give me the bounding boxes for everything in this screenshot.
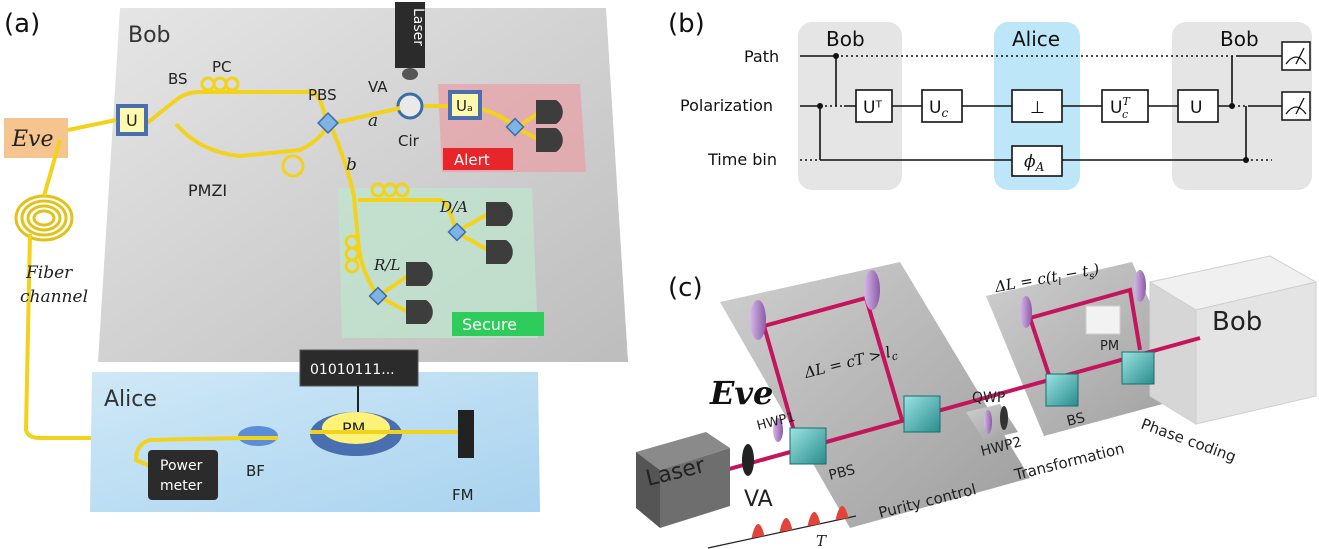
laser-label: Laser xyxy=(410,8,426,46)
fiber-loop xyxy=(281,154,305,178)
cir-label: Cir xyxy=(398,132,420,150)
u-label: U xyxy=(126,111,138,130)
alert-badge xyxy=(443,148,513,170)
detector-icon xyxy=(486,240,513,264)
fiber-label-1: Fiber xyxy=(25,263,73,283)
panel-c: (c) Bob xyxy=(636,255,1318,549)
transformation-label: Transformation xyxy=(1012,439,1127,484)
detector-icon xyxy=(406,262,433,286)
row-label-timebin: Time bin xyxy=(707,150,777,169)
gate-phi: ϕA xyxy=(1024,152,1045,174)
row-label-path: Path xyxy=(744,47,779,66)
bits-text: 01010111... xyxy=(310,362,395,378)
va-c-label: VA xyxy=(744,487,773,512)
gate-ut: Uᵀ xyxy=(863,98,882,118)
ua-label: Uₐ xyxy=(456,97,473,115)
phase-label: Phase coding xyxy=(1139,415,1239,466)
alice-fiber xyxy=(238,430,460,440)
gate-perp: ⊥ xyxy=(1030,98,1045,118)
arm-a-label: a xyxy=(368,111,378,131)
bs-label: BS xyxy=(168,70,188,88)
eve-label: Eve xyxy=(11,127,54,152)
platform-phase xyxy=(986,262,1192,436)
alice-title: Alice xyxy=(104,387,157,412)
fiber-spool-icon xyxy=(14,194,74,242)
panel-c-tag: (c) xyxy=(668,273,703,303)
pm-block xyxy=(1085,305,1121,335)
pmzi-label: PMZI xyxy=(188,181,227,200)
power-meter-label-1: Power xyxy=(160,458,203,474)
power-meter xyxy=(148,450,218,500)
panel-b-tag: (b) xyxy=(668,9,705,39)
fm-label: FM xyxy=(452,486,474,504)
fiber-channel-line xyxy=(23,139,240,440)
pm-label: PM xyxy=(342,419,365,438)
circuit-nodes xyxy=(817,53,1249,163)
meter-icon xyxy=(1281,41,1311,121)
alert-label: Alert xyxy=(454,151,490,169)
mirrors xyxy=(750,270,1146,442)
pulse-train xyxy=(707,506,857,549)
bob-title: Bob xyxy=(128,23,171,48)
cubes xyxy=(789,351,1155,465)
ua-block: Uₐ xyxy=(448,90,482,120)
beam-path xyxy=(703,287,1201,478)
gate-boxes xyxy=(855,89,1219,177)
bits-display xyxy=(299,349,419,387)
detector-icon xyxy=(536,128,563,152)
panel-b: (b) Bob Alice Bob Path Polarization Time… xyxy=(668,9,1312,190)
pbs-diamonds xyxy=(317,112,525,306)
eve-fiber xyxy=(67,118,117,132)
pbs-c-label: PBS xyxy=(827,462,857,484)
bob-c-label: Bob xyxy=(1212,307,1262,337)
group-label-2: Alice xyxy=(1012,27,1060,51)
rl-label: R/L xyxy=(373,256,400,274)
da-label: D/A xyxy=(439,198,468,216)
detector-icon xyxy=(406,300,433,324)
group-bob-right xyxy=(1172,22,1312,190)
power-meter-fiber xyxy=(133,436,241,468)
arm-b-label: b xyxy=(346,155,357,175)
u-block: U xyxy=(116,104,148,136)
qwp-label: QWP xyxy=(972,390,1005,406)
secure-label: Secure xyxy=(462,315,517,334)
gate-uc: Uc xyxy=(929,98,948,120)
panel-a-tag: (a) xyxy=(4,9,40,39)
pc-coils xyxy=(200,76,410,274)
bs-c-label: BS xyxy=(1065,410,1087,430)
circulator-icon xyxy=(396,92,424,120)
laser-c: Laser xyxy=(636,432,730,528)
fm-mirror xyxy=(458,410,474,458)
pc-label: PC xyxy=(212,58,232,76)
secure-badge xyxy=(452,312,544,336)
power-meter-label-2: meter xyxy=(160,478,202,494)
va-label: VA xyxy=(368,78,388,96)
va-c-wheel xyxy=(742,444,754,476)
t-label: T xyxy=(816,532,827,549)
detector-icon xyxy=(536,100,563,124)
fiber-label-2: channel xyxy=(20,287,88,307)
detectors xyxy=(406,100,563,324)
pm-c-label: PM xyxy=(1100,339,1119,354)
row-label-polarization: Polarization xyxy=(680,96,773,115)
group-label-1: Bob xyxy=(826,27,865,51)
bob-box: Bob xyxy=(1148,255,1318,425)
eve-c-label: Eve xyxy=(709,374,773,412)
pm-face xyxy=(322,412,390,444)
laser-source: Laser xyxy=(395,2,426,80)
detector-icon xyxy=(486,202,513,226)
group-label-3: Bob xyxy=(1220,27,1259,51)
bf-label: BF xyxy=(246,462,265,480)
gate-u: U xyxy=(1190,98,1202,118)
panel-a: (a) Bob Laser VA Cir Alert Secure xyxy=(4,2,628,512)
pbs-label: PBS xyxy=(308,86,337,104)
platform-purity xyxy=(720,262,1030,528)
